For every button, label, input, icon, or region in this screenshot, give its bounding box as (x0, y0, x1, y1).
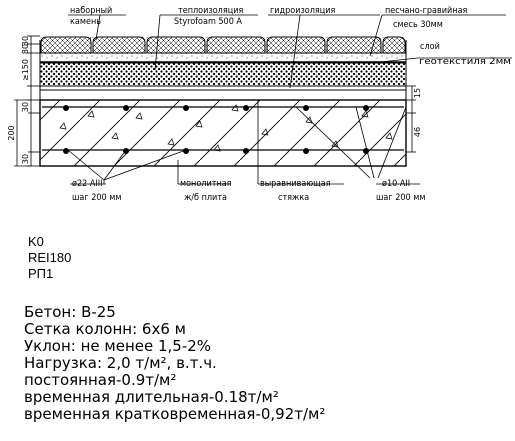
top-leaders (68, 14, 512, 89)
label-rebar-right-2: шаг 200 мм (376, 193, 425, 203)
rebar-section (183, 105, 189, 111)
label-rebar-left-1: ø22 AIII (72, 179, 103, 189)
rebar-section (303, 105, 309, 111)
rebar-section (63, 148, 69, 154)
label-rebar-left-2: шаг 200 мм (72, 193, 121, 203)
aggregate-mark (59, 122, 67, 130)
label-screed-2: стяжка (278, 193, 309, 203)
concrete-slab (39, 99, 407, 167)
label-insulation-2: Styrofoam 500 A (174, 17, 242, 27)
code-rei180: REI180 (28, 250, 72, 265)
paving-stone (40, 36, 92, 54)
rebar-section (183, 148, 189, 154)
rebar-section (243, 105, 249, 111)
spec-long-term-load: временная длительная-0.18т/м² (24, 388, 279, 406)
aggregate-mark (305, 116, 313, 124)
dim-left-30-bot: 30 (21, 154, 30, 164)
spec-concrete: Бетон: B-25 (24, 303, 116, 321)
label-rebar-right-1: ø10 AII (382, 179, 410, 189)
rebar-section (303, 148, 309, 154)
bottom-leaders (67, 100, 420, 185)
label-geotextile-2: геотекстиля 2мм (419, 57, 511, 67)
dim-right-46: 46 (413, 127, 422, 137)
fire-rating-codes: K0 REI180 РП1 (28, 234, 71, 282)
dim-left-30-top: 30 (21, 36, 30, 46)
label-paving-stone-2: камень (70, 17, 101, 27)
rebar-section (363, 105, 369, 111)
aggregate-mark (87, 110, 95, 118)
code-k0: K0 (28, 234, 44, 249)
label-geotextile-1: слой (420, 42, 440, 52)
label-screed-1: выравнивающая (260, 179, 331, 189)
paving-stone-layer (40, 36, 406, 55)
aggregate-mark (195, 120, 203, 128)
sand-gravel-layer (39, 52, 407, 63)
spec-slope: Уклон: не менее 1,5-2% (24, 337, 212, 355)
label-insulation-1: теплоизоляция (178, 6, 243, 16)
paving-stone (146, 36, 206, 54)
spec-load: Нагрузка: 2,0 т/м², в.т.ч. (24, 354, 217, 372)
slab-section-drawing: 30 80 ≥150 30 200 30 15 46 наборный каме… (7, 5, 512, 203)
rebar-section (63, 105, 69, 111)
rebar-section (363, 148, 369, 154)
label-slab-2: ж/б плита (184, 192, 227, 203)
screed-layer (39, 89, 407, 101)
aggregate-mark (261, 128, 269, 136)
spec-permanent-load: постоянная-0.9т/м² (24, 371, 177, 389)
specification-notes: Бетон: B-25 Сетка колонн: 6х6 м Уклон: н… (24, 304, 325, 423)
rebar-section (243, 148, 249, 154)
label-paving-stone-1: наборный (70, 5, 112, 16)
label-slab-1: монолитная (180, 179, 232, 189)
dim-left-80: 80 (21, 44, 30, 54)
paving-stone (206, 36, 266, 54)
label-sand-gravel-2: смесь 30мм (393, 20, 443, 30)
aggregate-mark (111, 132, 119, 140)
waterproofing-layer (39, 85, 407, 91)
rebar-dots (63, 105, 369, 154)
code-rp1: РП1 (28, 266, 54, 281)
insulation-layer (39, 62, 407, 87)
aggregate-mark (385, 132, 393, 140)
aggregate-mark (135, 112, 143, 120)
label-waterproofing: гидроизоляция (270, 6, 336, 16)
aggregate-mark (167, 138, 175, 146)
dim-left-200: 200 (7, 125, 16, 140)
aggregate-mark (361, 110, 369, 118)
left-dimension-chain (14, 35, 40, 167)
rebar-section (123, 105, 129, 111)
dim-left-150: ≥150 (21, 59, 30, 81)
right-dimension-chain (406, 85, 416, 153)
spec-column-grid: Сетка колонн: 6х6 м (24, 320, 186, 338)
dim-right-15: 15 (413, 88, 422, 98)
dim-left-30-mid: 30 (21, 102, 30, 112)
label-sand-gravel-1: песчано-гравийная (385, 6, 468, 16)
spec-short-term-load: временная кратковременная-0,92т/м² (24, 405, 326, 423)
